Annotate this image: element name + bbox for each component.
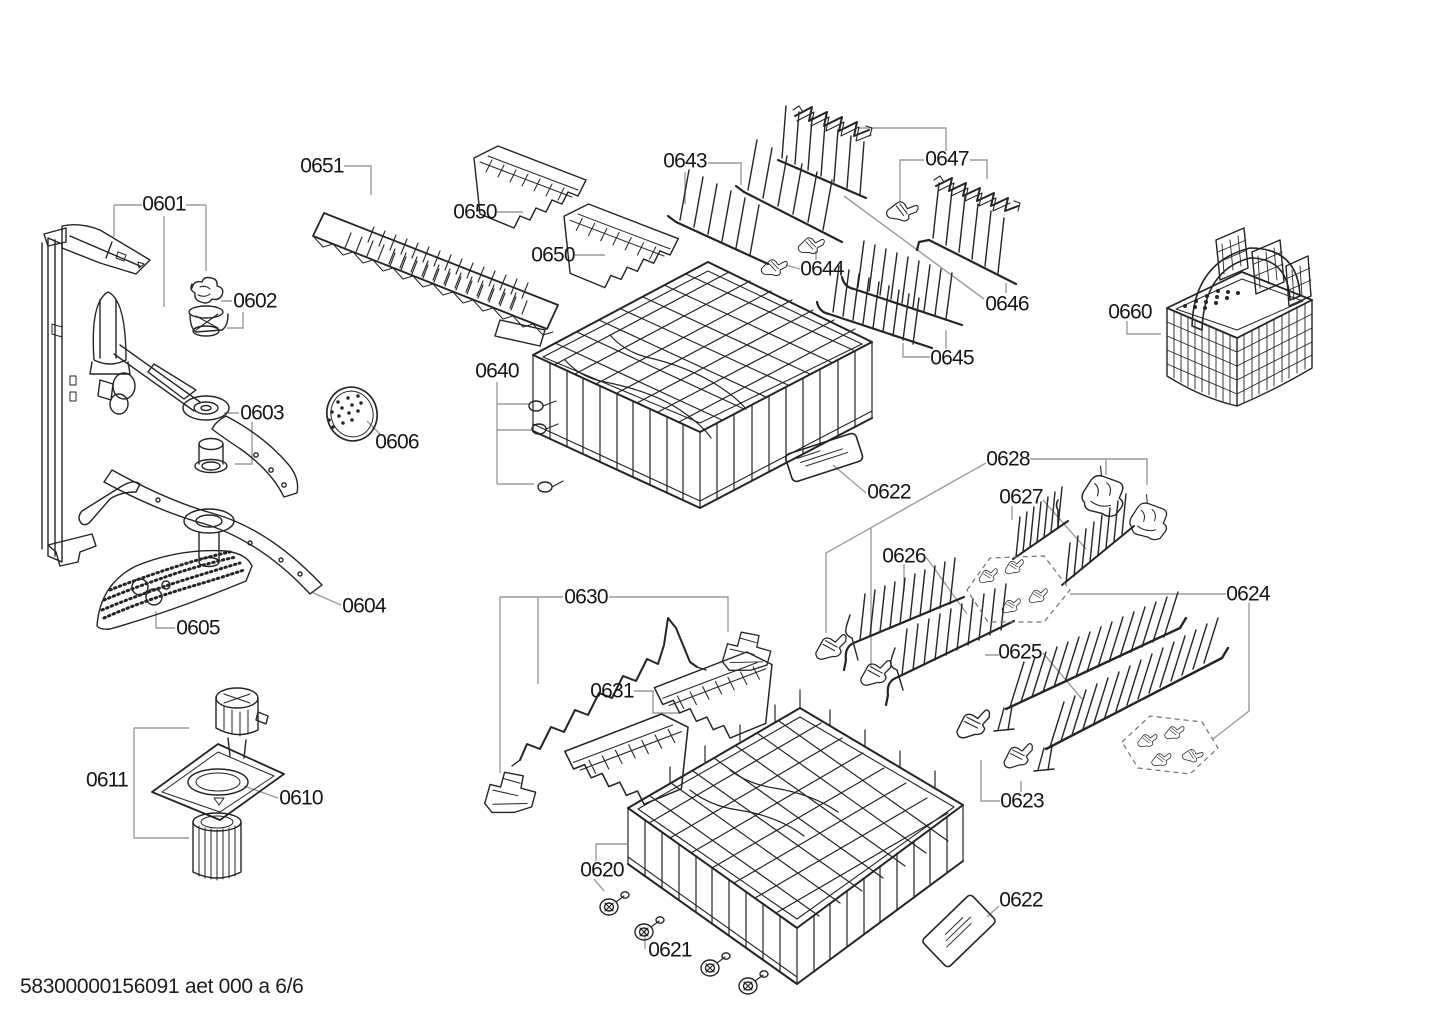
tine-rows-0627-art — [1012, 486, 1135, 586]
tine-rows-0625-art — [993, 591, 1230, 772]
part-label-0622-lower: 0622 — [999, 888, 1043, 912]
part-label-0650-a: 0650 — [453, 200, 497, 224]
bearing-plate-upper-art — [784, 432, 864, 483]
part-label-0644: 0644 — [800, 257, 844, 281]
top-rack-insert-art — [312, 212, 559, 347]
part-label-0645: 0645 — [930, 346, 974, 370]
part-label-0604: 0604 — [342, 594, 386, 618]
part-label-0611: 0611 — [86, 768, 129, 792]
part-label-0626: 0626 — [882, 544, 926, 568]
part-label-0627: 0627 — [999, 485, 1043, 509]
upper-basket-art — [528, 261, 873, 509]
clips-0623-art — [953, 708, 1037, 770]
part-label-0623: 0623 — [1000, 789, 1044, 813]
leader-lines — [113, 127, 1250, 949]
part-label-0625: 0625 — [998, 640, 1042, 664]
impeller-art — [188, 276, 229, 337]
part-label-0624: 0624 — [1226, 582, 1270, 606]
part-label-0660: 0660 — [1108, 300, 1152, 324]
part-label-0606: 0606 — [375, 430, 419, 454]
rack-insert-art — [563, 203, 679, 289]
part-label-0631: 0631 — [590, 679, 634, 703]
part-label-0628: 0628 — [986, 447, 1030, 471]
part-label-0650-b: 0650 — [531, 243, 575, 267]
mesh-plate-art — [96, 549, 253, 630]
part-label-0622-upper: 0622 — [867, 480, 911, 504]
filter-assembly-art — [151, 687, 285, 881]
bearing-plate-lower-art — [922, 894, 996, 968]
clip-set-0624-art — [966, 555, 1219, 775]
part-label-0643: 0643 — [663, 149, 707, 173]
part-label-0601: 0601 — [142, 192, 186, 216]
part-label-0651: 0651 — [300, 154, 344, 178]
zigzag-strips-0647-art — [792, 105, 1021, 225]
part-label-0605: 0605 — [176, 616, 220, 640]
part-label-0621: 0621 — [648, 938, 692, 962]
part-label-0630: 0630 — [564, 585, 608, 609]
lower-basket-art — [627, 689, 964, 985]
tine-rows-0646-art — [776, 105, 1018, 286]
tine-rows-0645-art — [815, 240, 964, 350]
spray-disc-art — [326, 386, 378, 442]
mounting-frame-art — [41, 223, 151, 567]
document-number: 58300000156091 aet 000 a 6/6 — [20, 975, 304, 998]
part-label-0603: 0603 — [240, 401, 284, 425]
cutlery-basket-art — [1166, 227, 1313, 407]
part-label-0640: 0640 — [475, 359, 519, 383]
upper-spray-arm-art — [89, 291, 299, 498]
part-label-0647: 0647 — [925, 147, 969, 171]
part-label-0646: 0646 — [985, 292, 1029, 316]
part-label-0602: 0602 — [233, 289, 277, 313]
tine-rows-0626-art — [842, 557, 1016, 707]
tine-rows-0643-art — [666, 139, 844, 266]
part-label-0620: 0620 — [580, 858, 624, 882]
wire-frame-0630-art — [480, 617, 774, 817]
part-label-0610: 0610 — [279, 786, 323, 810]
